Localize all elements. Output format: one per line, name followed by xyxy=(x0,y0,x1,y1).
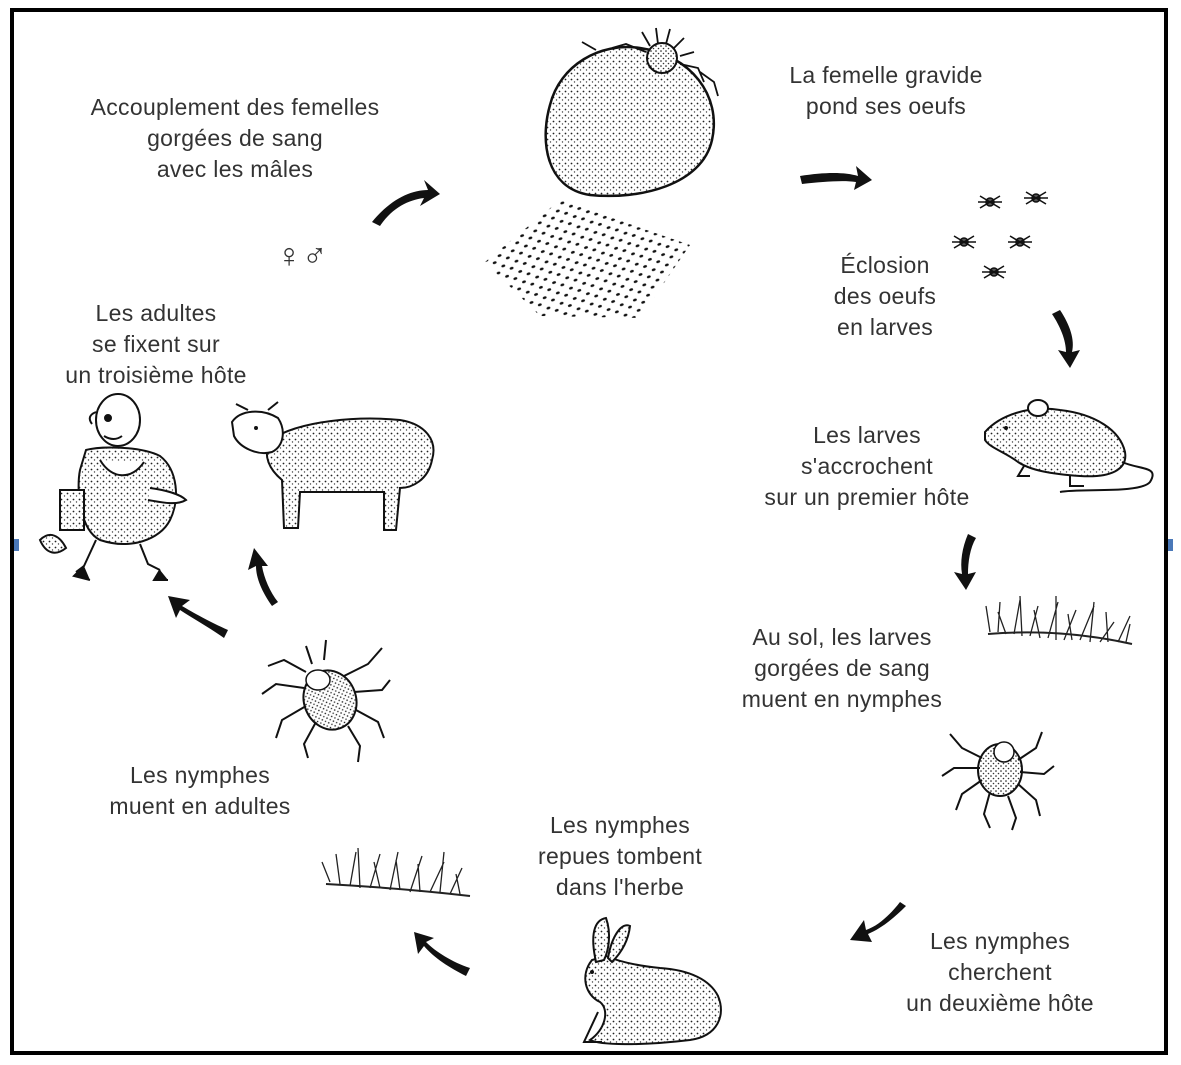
label-nymphs-drop: Les nymphes repues tombent dans l'herbe xyxy=(492,810,748,903)
grass-icon xyxy=(986,596,1132,644)
eggs-icon xyxy=(480,195,695,325)
arrow-icon xyxy=(168,596,228,638)
arrow-icon xyxy=(414,932,470,976)
arrow-icon xyxy=(800,166,872,190)
label-nymphs-seek: Les nymphes cherchent un deuxième hôte xyxy=(862,926,1138,1019)
engorged-female-tick-icon xyxy=(546,28,718,196)
arrow-icon xyxy=(372,180,440,226)
sheep-icon xyxy=(232,402,433,530)
label-adults-attach: Les adultes se fixent sur un troisième h… xyxy=(28,298,284,391)
label-larvae-molt: Au sol, les larves gorgées de sang muent… xyxy=(700,622,984,715)
label-mating: Accouplement des femelles gorgées de san… xyxy=(30,92,440,185)
label-hatching: Éclosion des oeufs en larves xyxy=(800,250,970,343)
label-larvae-attach: Les larves s'accrochent sur un premier h… xyxy=(722,420,1012,513)
nymph-tick-icon xyxy=(942,732,1054,830)
sex-symbols: ♀♂ xyxy=(262,236,342,276)
adult-tick-icon xyxy=(262,640,390,762)
label-nymphs-molt: Les nymphes muent en adultes xyxy=(60,760,340,822)
rabbit-icon xyxy=(584,918,721,1044)
arrow-icon xyxy=(954,534,976,590)
arrow-icon xyxy=(248,548,278,606)
arrow-icon xyxy=(1052,310,1080,368)
man-icon xyxy=(40,394,186,580)
label-laying: La femelle gravide pond ses oeufs xyxy=(736,60,1036,122)
grass-icon xyxy=(322,848,470,896)
